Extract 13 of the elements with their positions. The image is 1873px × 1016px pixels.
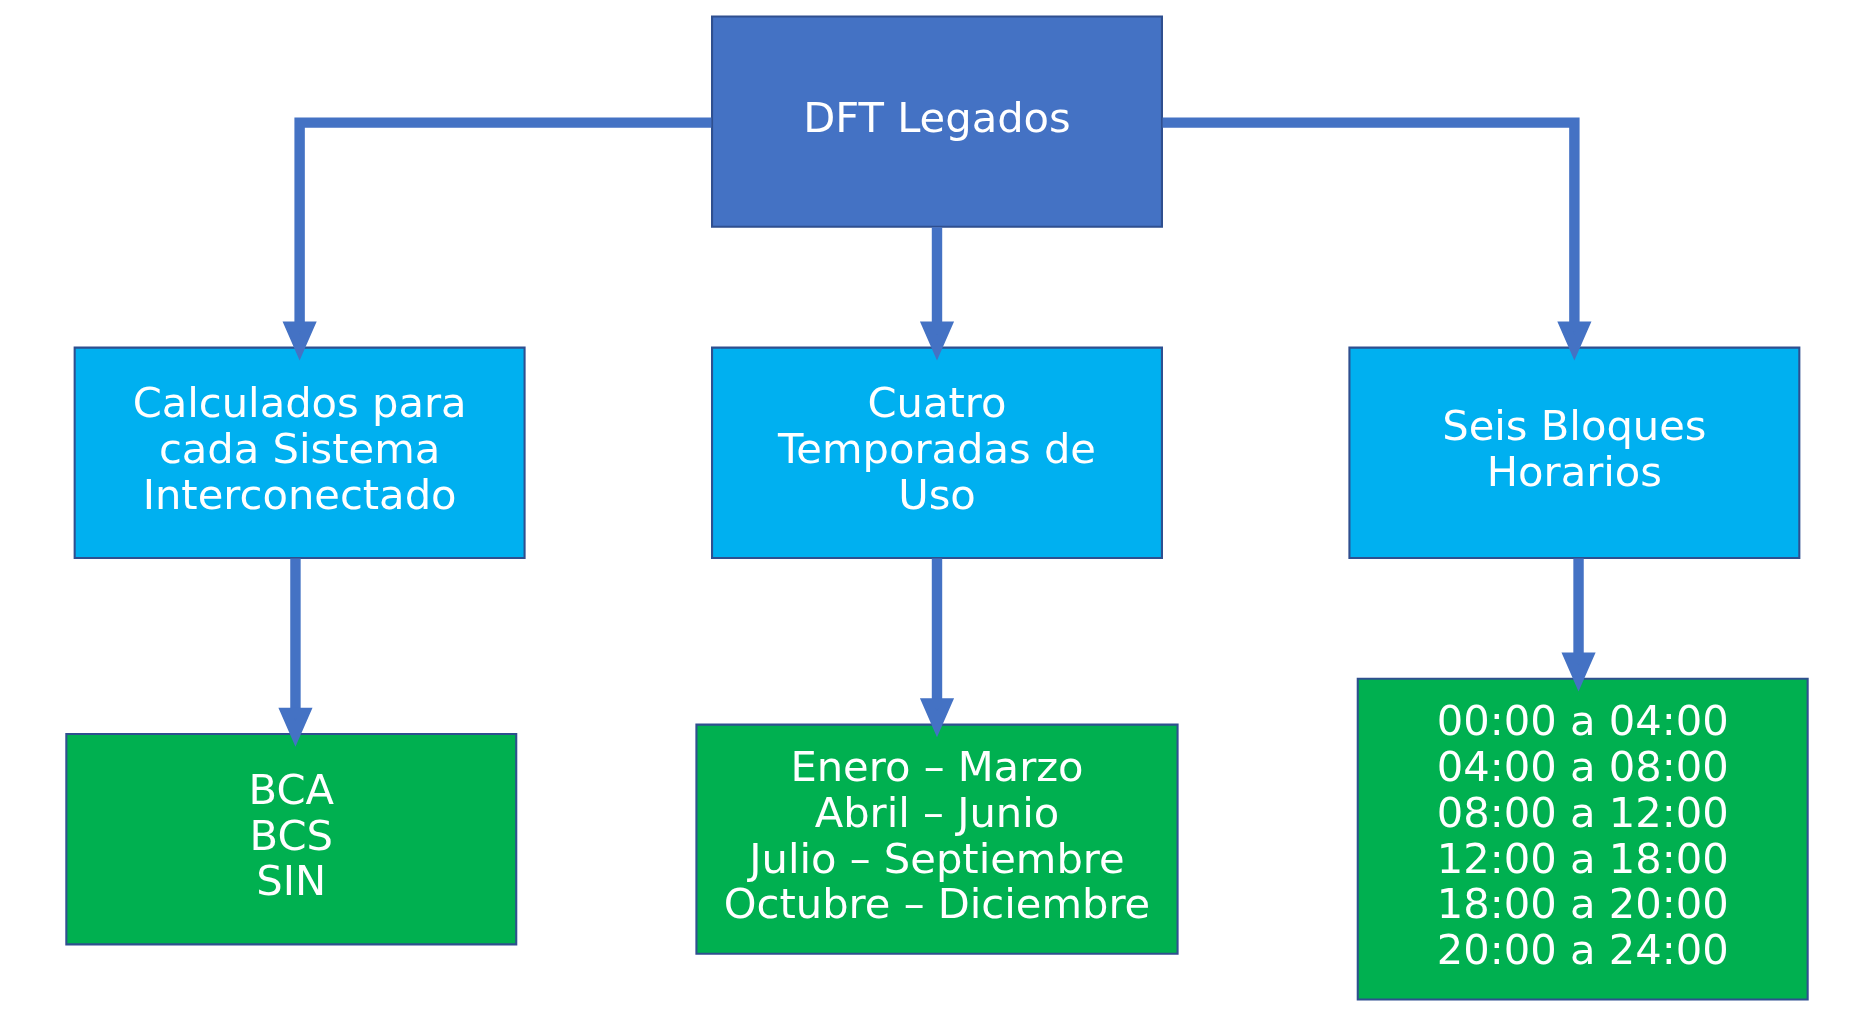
arrow [919,227,954,361]
arrow [1561,558,1596,692]
node-box: BCA BCS SIN [64,732,517,946]
node-box: Seis Bloques Horarios [1347,346,1800,560]
node-box: Cuatro Temporadas de Uso [710,346,1163,560]
node-box: Calculados para cada Sistema Interconectado [73,346,526,560]
node-box: DFT Legados [710,15,1163,228]
arrow [282,117,711,361]
arrow [919,558,954,738]
arrow [1162,117,1591,361]
node-box: Enero – Marzo Abril – Junio Julio – Septiembre Octubre – Diciembre [694,723,1179,955]
arrow [277,558,313,747]
node-box: 00:00 a 04:00 04:00 a 08:00 08:00 a 12:00 12:00 a 18:00 18:00 a 20:00 20:00 a 24:00 [1356,677,1809,1001]
